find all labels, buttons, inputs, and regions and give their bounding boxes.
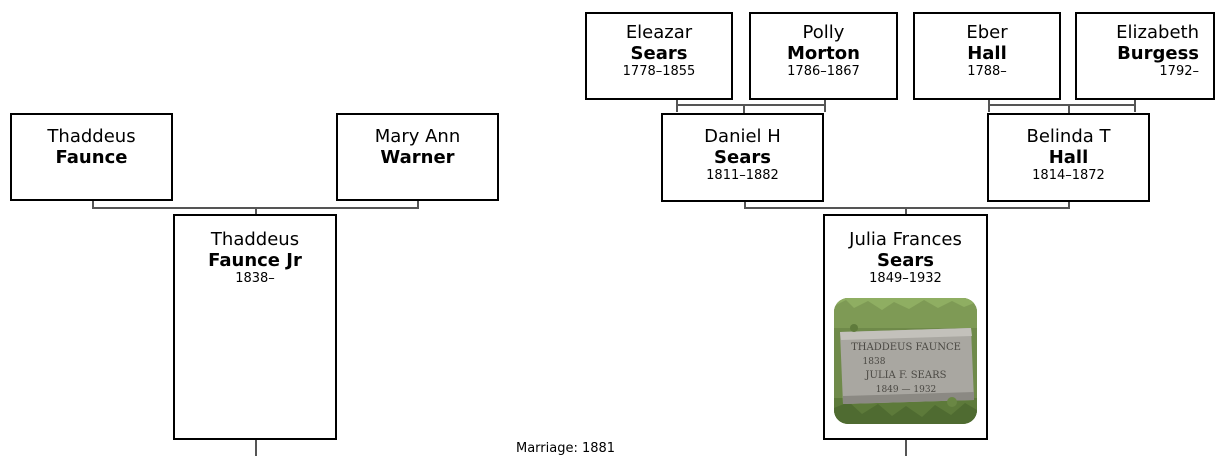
given-name: Daniel H — [704, 126, 781, 147]
engraving-line: 1838 — [863, 357, 886, 367]
surname: Hall — [1048, 147, 1089, 168]
person-card-belinda-t-hall[interactable]: Belinda T Hall 1814–1872 — [987, 113, 1150, 202]
engraving-line: JULIA F. SEARS — [865, 370, 947, 381]
given-name: Julia Frances — [849, 229, 962, 250]
person-card-thaddeus-faunce-jr[interactable]: Thaddeus Faunce Jr 1838– — [173, 214, 337, 440]
marriage-caption: Marriage: 1881 — [516, 441, 616, 456]
connector-line — [1068, 104, 1070, 114]
life-dates: 1778–1855 — [622, 64, 696, 79]
connector-line — [905, 207, 907, 216]
life-dates: 1786–1867 — [787, 64, 860, 79]
person-card-thaddeus-faunce[interactable]: Thaddeus Faunce — [10, 113, 173, 201]
connector-line — [743, 104, 745, 114]
given-name: Thaddeus — [47, 126, 136, 147]
surname: Morton — [787, 43, 860, 64]
connector-line — [417, 199, 419, 209]
surname: Sears — [714, 147, 771, 168]
given-name: Belinda T — [1026, 126, 1111, 147]
surname: Sears — [630, 43, 688, 64]
connector-line — [1068, 200, 1070, 209]
life-dates: 1788– — [967, 64, 1007, 79]
surname: Warner — [380, 147, 455, 168]
given-name: Polly — [802, 22, 845, 43]
given-name: Thaddeus — [210, 229, 300, 250]
life-dates: 1811–1882 — [706, 168, 779, 183]
person-card-elizabeth-burgess[interactable]: Elizabeth Burgess 1792– — [1075, 12, 1215, 100]
connector-line — [676, 104, 826, 106]
given-name: Eber — [966, 22, 1008, 43]
person-card-polly-morton[interactable]: Polly Morton 1786–1867 — [749, 12, 898, 100]
given-name: Elizabeth — [1116, 22, 1199, 43]
life-dates: 1849–1932 — [869, 271, 942, 286]
connector-line — [255, 207, 257, 216]
surname: Sears — [877, 250, 934, 271]
life-dates: 1792– — [1159, 64, 1199, 79]
surname: Faunce Jr — [208, 250, 302, 271]
connector-line — [905, 438, 907, 456]
connector-line — [744, 200, 746, 209]
person-card-eber-hall[interactable]: Eber Hall 1788– — [913, 12, 1061, 100]
engraving-line: THADDEUS FAUNCE — [851, 342, 961, 353]
given-name: Eleazar — [625, 22, 693, 43]
engraving-line: 1849 — 1932 — [876, 385, 937, 395]
gravestone-image: THADDEUS FAUNCE 1838 JULIA F. SEARS 1849… — [834, 298, 977, 424]
surname: Hall — [967, 43, 1007, 64]
life-dates: 1838– — [235, 271, 275, 286]
connector-line — [255, 438, 257, 456]
person-card-mary-ann-warner[interactable]: Mary Ann Warner — [336, 113, 499, 201]
life-dates: 1814–1872 — [1032, 168, 1105, 183]
person-card-eleazar-sears[interactable]: Eleazar Sears 1778–1855 — [585, 12, 733, 100]
surname: Faunce — [55, 147, 128, 168]
surname: Burgess — [1117, 43, 1199, 64]
person-card-daniel-h-sears[interactable]: Daniel H Sears 1811–1882 — [661, 113, 824, 202]
connector-line — [744, 207, 1070, 209]
gravestone-photo[interactable]: THADDEUS FAUNCE 1838 JULIA F. SEARS 1849… — [834, 298, 977, 424]
connector-line — [92, 199, 94, 209]
given-name: Mary Ann — [374, 126, 461, 147]
connector-line — [988, 104, 1136, 106]
person-card-julia-frances-sears[interactable]: Julia Frances Sears 1849–1932 THADDEUS F… — [823, 214, 988, 440]
